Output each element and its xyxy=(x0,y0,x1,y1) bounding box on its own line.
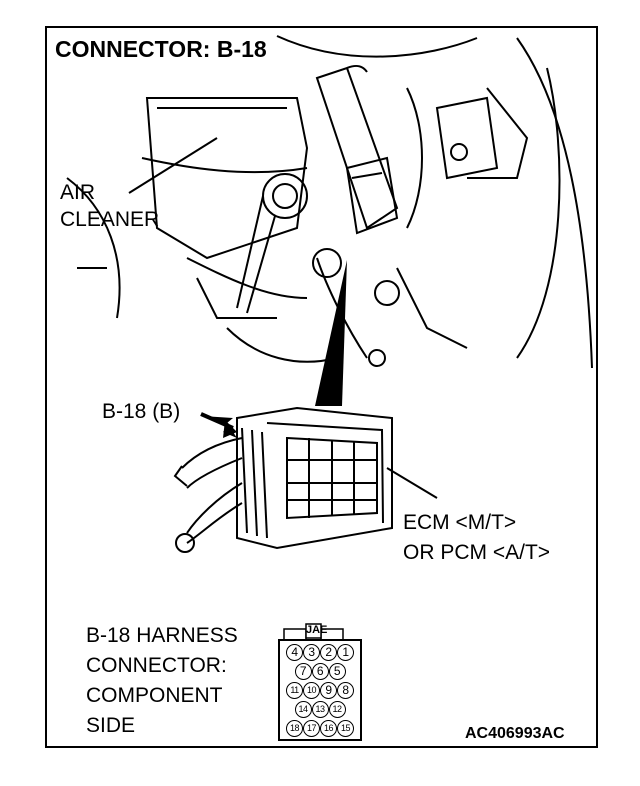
pin-9: 9 xyxy=(320,682,337,699)
ecm-label-line1: ECM <M/T> xyxy=(403,511,517,534)
figure-code: AC406993AC xyxy=(465,725,565,742)
pin-8: 8 xyxy=(337,682,354,699)
diagram-frame: CONNECTOR: B-18 AIR CLEANER B-18 (B) ECM… xyxy=(45,26,598,748)
pin-6: 6 xyxy=(311,663,329,680)
ecm-label-line2: OR PCM <A/T> xyxy=(403,541,551,564)
pin-4: 4 xyxy=(286,644,303,661)
pin-5: 5 xyxy=(328,663,346,680)
pin-10: 10 xyxy=(303,682,320,699)
harness-label-line1: B-18 HARNESS xyxy=(86,624,238,647)
page-title: CONNECTOR: B-18 xyxy=(55,36,267,62)
harness-label-line3: COMPONENT xyxy=(86,684,223,707)
pin-18: 18 xyxy=(286,720,303,737)
pin-3: 3 xyxy=(303,644,320,661)
pin-16: 16 xyxy=(320,720,337,737)
pin-2: 2 xyxy=(320,644,337,661)
harness-label-line2: CONNECTOR: xyxy=(86,654,227,677)
pin-11: 11 xyxy=(286,682,303,699)
pin-14: 14 xyxy=(294,701,312,718)
connector-pointer-label: B-18 (B) xyxy=(102,400,181,423)
air-cleaner-label-line1: AIR xyxy=(60,181,96,204)
pin-15: 15 xyxy=(337,720,354,737)
pin-7: 7 xyxy=(294,663,312,680)
connector-brand-label: JAE xyxy=(306,624,328,636)
pin-17: 17 xyxy=(303,720,320,737)
pin-13: 13 xyxy=(311,701,329,718)
pin-1: 1 xyxy=(337,644,354,661)
air-cleaner-label-line2: CLEANER xyxy=(60,208,160,231)
harness-label-line4: SIDE xyxy=(86,714,136,737)
pin-12: 12 xyxy=(328,701,346,718)
